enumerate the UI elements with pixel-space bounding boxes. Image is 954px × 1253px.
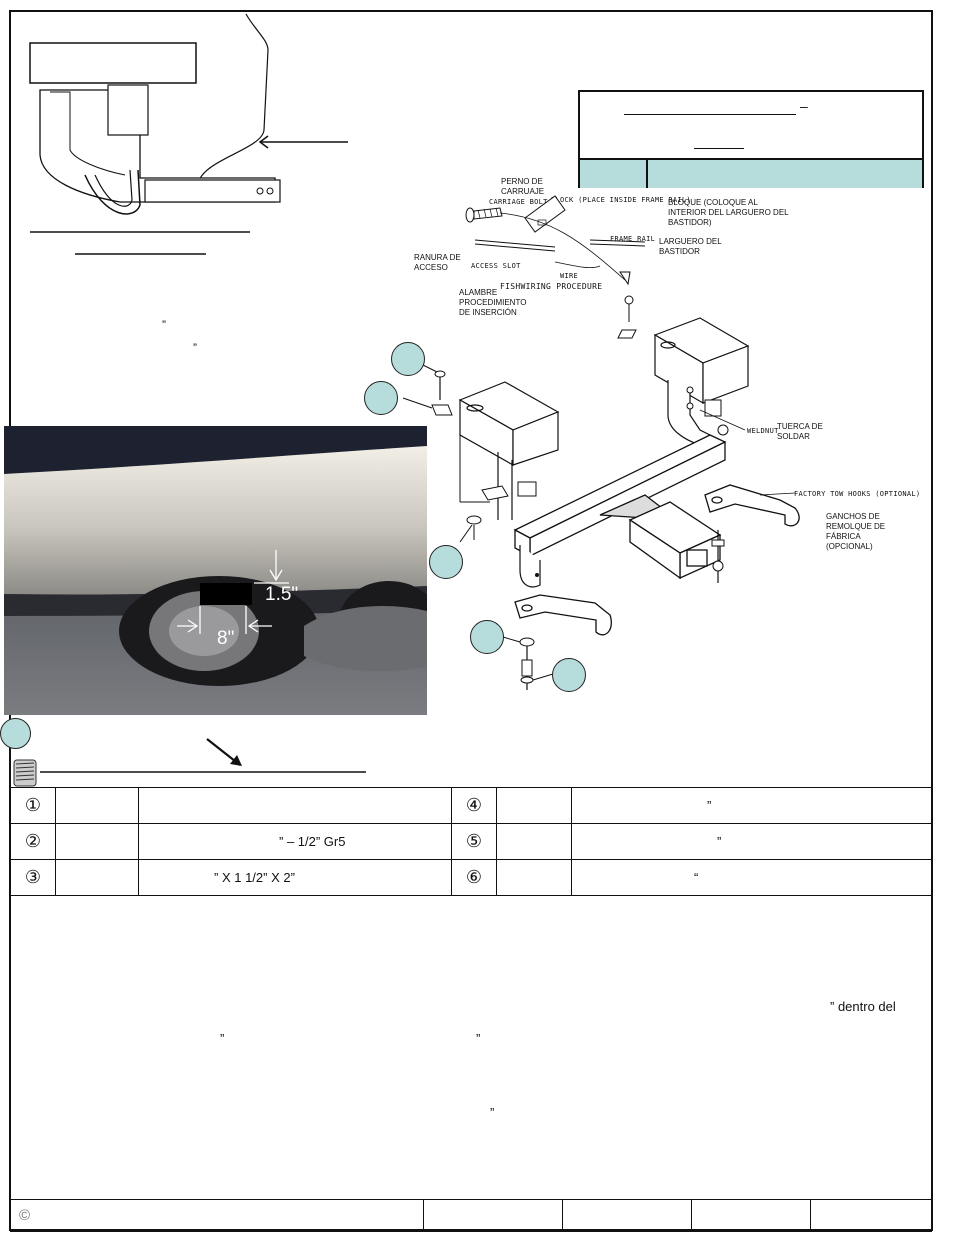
part-qty xyxy=(55,859,139,896)
tow-hooks-label-en: FACTORY TOW HOOKS (OPTIONAL) xyxy=(794,490,921,498)
weldnut-label-en: WELDNUT xyxy=(747,427,779,435)
footer-cell xyxy=(423,1199,563,1232)
table-row: ② ” – 1/2” Gr5 ⑤ ” xyxy=(10,823,932,860)
callout-circle xyxy=(364,381,398,415)
spring-icon xyxy=(13,759,37,787)
instruction-fragment: ” xyxy=(220,1031,225,1046)
dimension-height-label: 1.5" xyxy=(265,584,299,605)
part-qty xyxy=(55,787,139,824)
title-band xyxy=(580,158,922,188)
carriage-bolt-label-en: CARRIAGE BOLT xyxy=(489,198,548,206)
table-row: ③ ” X 1 1/2” X 2” ⑥ “ xyxy=(10,859,932,896)
part-description: ” – 1/2” Gr5 xyxy=(138,823,452,860)
part-number: ⑤ xyxy=(451,823,497,860)
callout-circle xyxy=(391,342,425,376)
footer-cell xyxy=(562,1199,692,1232)
part-qty xyxy=(496,787,572,824)
block-part xyxy=(524,195,566,233)
vehicle-photo: 1.5" 8" xyxy=(4,426,427,715)
receiver-tube xyxy=(599,494,722,580)
part-qty xyxy=(496,823,572,860)
title-dash: – xyxy=(800,98,808,114)
quote-mark: ” xyxy=(162,318,166,332)
part-qty xyxy=(496,859,572,896)
wire-label-en: WIRE xyxy=(560,272,579,280)
part-number: ④ xyxy=(451,787,497,824)
access-slot-label-en: ACCESS SLOT xyxy=(471,262,521,270)
weldnut-label-es: TUERCA DE SOLDAR xyxy=(777,422,823,441)
frame-rail-label-es: LARGUERO DEL BASTIDOR xyxy=(659,237,722,256)
carriage-bolt xyxy=(465,207,503,223)
quote-mark: ” xyxy=(193,341,197,355)
carriage-bolt-label-es: PERNO DE CARRUAJE xyxy=(501,177,545,196)
fishwiring-label-en: FISHWIRING PROCEDURE xyxy=(500,282,603,291)
instruction-fragment: ” xyxy=(476,1031,481,1046)
footer-cell xyxy=(810,1199,932,1232)
hitch-side-view-diagram xyxy=(29,13,348,255)
instruction-fragment: ” dentro del xyxy=(830,999,896,1014)
part-qty xyxy=(55,823,139,860)
part-number: ③ xyxy=(10,859,56,896)
block-label-es: BLOQUE (COLOQUE AL INTERIOR DEL LARGUERO… xyxy=(668,198,789,227)
part-description: ” X 1 1/2” X 2” xyxy=(138,859,452,896)
arrow-and-spring xyxy=(13,738,366,787)
parts-table: ① ④ ” ② ” – 1/2” Gr5 ⑤ ” ③ ” X 1 1/2” X … xyxy=(10,787,932,896)
subtitle-underline xyxy=(694,148,744,149)
footer-table: © xyxy=(10,1199,932,1232)
callout-circle xyxy=(429,545,463,579)
right-bracket xyxy=(653,317,750,446)
block-label-en: BLOCK (PLACE INSIDE FRAME RAIL) xyxy=(551,196,691,204)
title-box: – xyxy=(578,90,924,188)
part-description: ” xyxy=(571,787,932,824)
title-underline xyxy=(624,114,796,115)
callout-circle xyxy=(552,658,586,692)
part-description: “ xyxy=(571,859,932,896)
cross-tube xyxy=(513,434,727,558)
part-description xyxy=(138,787,452,824)
callout-circle xyxy=(470,620,504,654)
tow-hooks-label-es: GANCHOS DE REMOLQUE DE FÁBRICA (OPCIONAL… xyxy=(826,512,886,551)
fishwiring-label-es: ALAMBRE PROCEDIMIENTO DE INSERCIÓN xyxy=(459,288,527,317)
part-number: ② xyxy=(10,823,56,860)
instruction-fragment: ” xyxy=(490,1105,495,1120)
table-row: ① ④ ” xyxy=(10,787,932,824)
instructions-area: ” dentro del ” ” ” xyxy=(10,895,932,1199)
part-number: ① xyxy=(10,787,56,824)
frame-rail-label-en: FRAME RAIL xyxy=(610,235,656,243)
left-bracket xyxy=(458,381,560,467)
label-box xyxy=(29,42,197,84)
callout-circle xyxy=(0,718,31,749)
tow-hook-right xyxy=(704,484,800,527)
dimension-width-label: 8" xyxy=(217,628,235,649)
part-number: ⑥ xyxy=(451,859,497,896)
part-description: ” xyxy=(571,823,932,860)
hitch-exploded-diagram xyxy=(402,195,800,690)
access-slot-label-es: RANURA DE ACCESO xyxy=(414,253,461,272)
footer-cell xyxy=(691,1199,811,1232)
copyright-mark: © xyxy=(10,1199,424,1232)
tow-hook-left xyxy=(514,594,612,636)
